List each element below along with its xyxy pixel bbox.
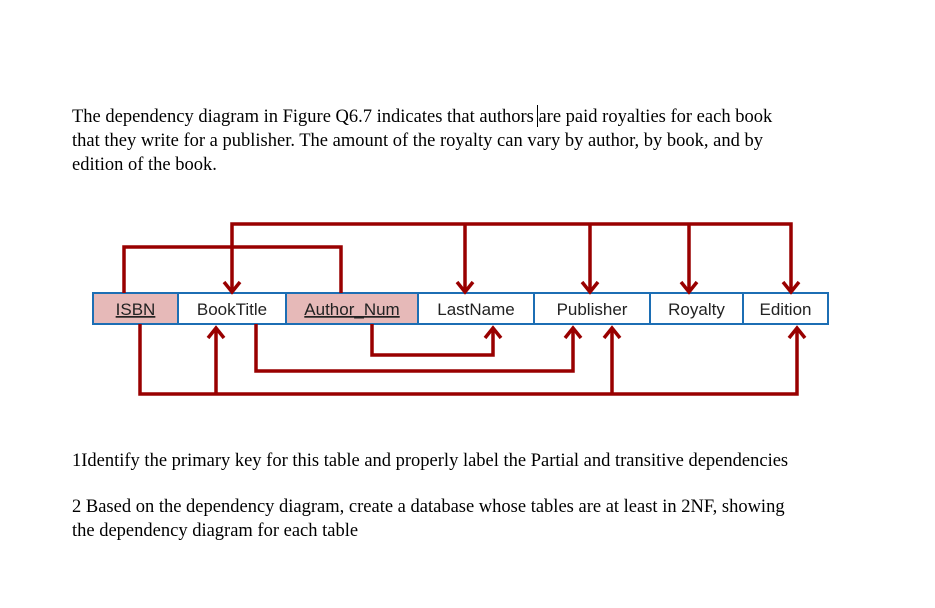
attribute-box-publisher: [533, 292, 651, 325]
question-2: 2 Based on the dependency diagram, creat…: [72, 497, 785, 541]
arrowhead-up: [483, 325, 503, 340]
arrowhead-down: [781, 280, 801, 295]
attribute-label: ISBN: [116, 300, 156, 319]
composite-key-bracket: [122, 245, 343, 293]
attribute-label: Publisher: [557, 300, 628, 319]
question-1: 1Identify the primary key for this table…: [72, 451, 789, 471]
arrowhead-up: [206, 325, 226, 340]
author-to-lastname-line: [370, 324, 495, 357]
full-dependency-arrows: [222, 222, 801, 295]
booktitle-publisher-arrow: [254, 324, 583, 373]
attribute-label: Royalty: [668, 300, 725, 319]
attribute-box-lastname: [417, 292, 535, 325]
arrowhead-down: [679, 280, 699, 295]
attribute-label: LastName: [437, 300, 514, 319]
attribute-box-edition: [742, 292, 829, 325]
isbn-bottom-line: [138, 324, 799, 396]
arrowhead-down: [580, 280, 600, 295]
attribute-label: Edition: [760, 300, 812, 319]
text-cursor: [537, 105, 538, 127]
attribute-row: ISBN BookTitle Author_Num LastName Publi…: [92, 292, 829, 325]
booktitle-to-publisher-line: [254, 324, 575, 373]
arrowhead-down: [455, 280, 475, 295]
isbn-dependency-arrows: [138, 324, 807, 396]
arrowhead-up: [563, 325, 583, 340]
attribute-box-isbn: [92, 292, 179, 325]
attribute-label: BookTitle: [197, 300, 267, 319]
top-dependency-line: [230, 222, 793, 290]
arrowhead-up: [602, 325, 622, 340]
arrowhead-up: [787, 325, 807, 340]
intro-paragraph: The dependency diagram in Figure Q6.7 in…: [72, 107, 773, 175]
author-lastname-arrow: [370, 324, 503, 357]
attribute-label: Author_Num: [304, 300, 399, 319]
arrowhead-down: [222, 280, 242, 295]
